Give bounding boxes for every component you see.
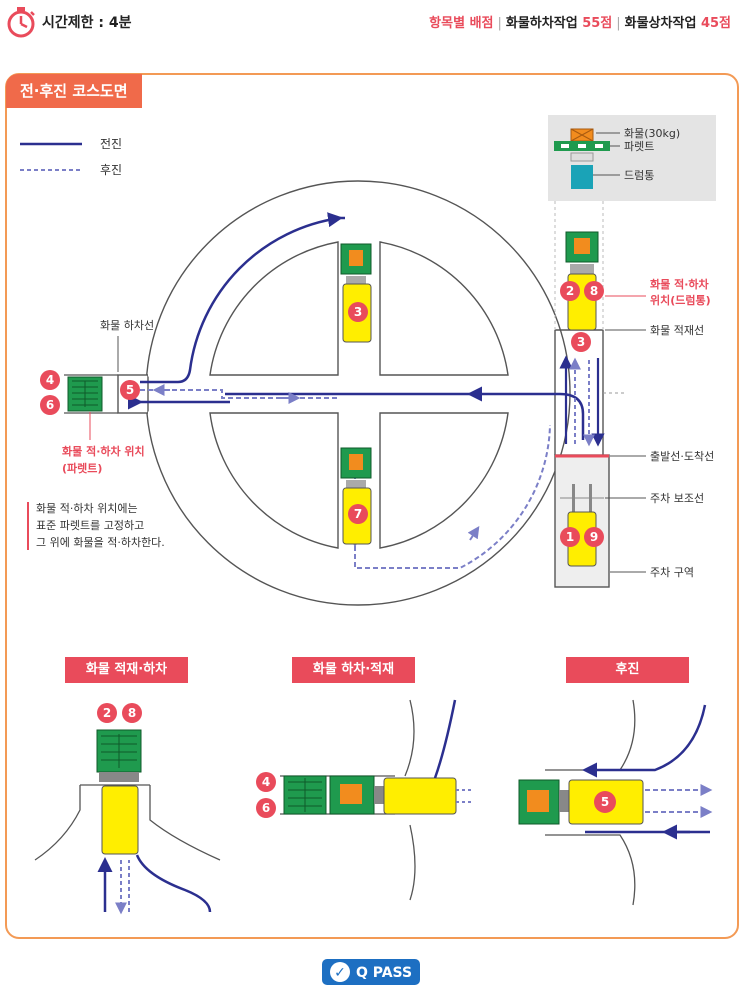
tag-load-unload: 화물 적재·하차 [65,657,188,683]
detail1-step-2: 2 [103,706,111,720]
forward-path-to-center [225,392,585,440]
qpass-logo: ✓ Q PASS [322,957,420,987]
inset-legend: 화물(30kg) 파렛트 드럼통 [548,115,716,201]
label-parking-area: 주차 구역 [650,566,694,579]
step-3-right: 3 [577,335,585,349]
forklift-top [340,243,372,343]
svg-text:✓: ✓ [334,965,346,981]
label-drum-pos-1: 화물 적·하차 [650,277,709,291]
step-7: 7 [354,507,362,521]
stopwatch-icon [6,6,36,38]
step-8: 8 [590,284,598,298]
load-label: 화물상차작업 [624,16,697,31]
detail1-step-8: 8 [128,706,136,720]
label-pallet-pos-2: (파렛트) [62,461,102,475]
legend-reverse: 후진 [100,163,122,177]
step-2: 2 [566,284,574,298]
tag-unload-load: 화물 하차·적재 [292,657,415,683]
forklift-drum [565,231,599,331]
score-breakdown: 항목별 배점|화물하차작업 55점|화물상차작업 45점 [429,16,731,31]
tag-reverse: 후진 [566,657,689,683]
section-title: 전·후진 코스도면 [6,74,142,108]
load-score: 45점 [700,16,731,31]
time-limit: 시간제한 : 4분 [42,15,132,31]
note-line3: 그 위에 화물을 적·하차한다. [36,535,165,549]
score-label: 항목별 배점 [429,16,494,31]
island-top-left [209,241,339,376]
step-9: 9 [590,530,598,544]
unload-label: 화물하차작업 [505,16,578,31]
detail2-step-6: 6 [262,801,270,815]
detail3-step-5: 5 [601,795,609,809]
step-6: 6 [46,398,54,412]
note-line1: 화물 적·하차 위치에는 [36,501,138,515]
island-bottom-left [209,412,339,549]
label-drum-pos-2: 위치(드럼통) [650,293,711,307]
forward-path-circle [140,212,343,384]
label-pallet-pos-1: 화물 적·하차 위치 [62,444,145,458]
label-load-line: 화물 적재선 [650,324,704,337]
label-start-line: 출발선·도착선 [650,450,714,463]
reverse-path-bottom [354,424,551,569]
label-unload-line: 화물 하차선 [100,318,154,332]
island-top-right [379,241,509,376]
forklift-bottom [340,447,372,545]
step-3-center: 3 [354,305,362,319]
step-1: 1 [566,530,574,544]
step-markers: 4 6 5 3 7 2 8 3 1 9 [40,281,604,547]
detail-reverse: 5 [518,699,713,906]
detail2-step-4: 4 [262,775,270,789]
inset-drum: 드럼통 [624,169,654,182]
island-bottom-right [379,412,509,549]
unload-score: 55점 [582,16,613,31]
note-line2: 표준 파렛트를 고정하고 [36,518,144,532]
detail-load-unload: 2 8 [34,703,221,915]
legend-forward: 전진 [100,137,122,151]
detail-unload-load: 4 6 [256,699,472,901]
label-parking-aux: 주차 보조선 [650,492,704,505]
inset-cargo: 화물(30kg) [624,127,680,140]
logo-text: Q PASS [356,965,412,981]
pallet-left [67,376,103,412]
course-frame [5,73,739,939]
step-4: 4 [46,373,54,387]
step-5: 5 [126,383,134,397]
inset-pallet: 파렛트 [624,140,654,153]
